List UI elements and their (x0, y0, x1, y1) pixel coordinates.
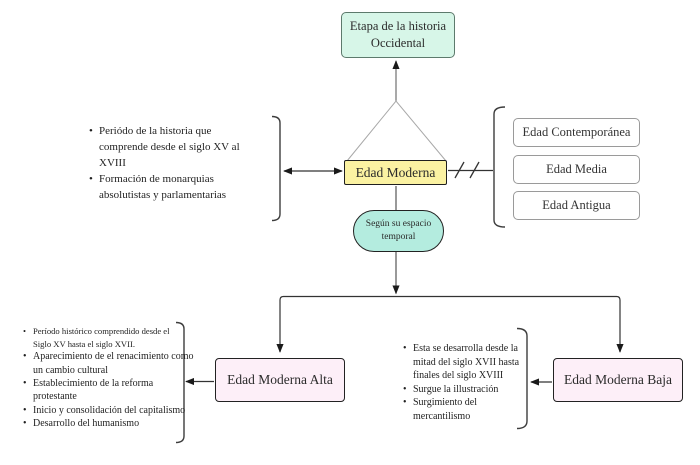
note-item: Surgimiento del mercantilismo (402, 396, 532, 423)
branch-connector (276, 295, 624, 353)
bracket-main-notes (271, 115, 281, 222)
triangle-connector (346, 100, 447, 162)
node-segun-espacio-temporal[interactable]: Según su espacio temporal (353, 210, 444, 252)
main-notes-list: Periódo de la historia que comprende des… (88, 123, 258, 203)
node-edad-moderna-alta[interactable]: Edad Moderna Alta (215, 358, 345, 402)
note-item: Período histórico comprendido desde el S… (22, 325, 179, 350)
note-item: Formación de monarquias absolutistas y p… (88, 171, 258, 203)
note-item: Esta se desarrolla desde la mitad del si… (402, 342, 532, 383)
alta-notes-list: Período histórico comprendido desde el S… (22, 325, 194, 431)
note-item: Periódo de la historia que comprende des… (88, 123, 258, 171)
node-etapa-historia[interactable]: Etapa de la historia Occidental (341, 12, 455, 58)
node-edad-antigua[interactable]: Edad Antigua (513, 191, 640, 220)
bracket-eras (493, 106, 506, 228)
node-edad-contemporanea[interactable]: Edad Contemporánea (513, 118, 640, 147)
node-edad-moderna-baja[interactable]: Edad Moderna Baja (553, 358, 683, 402)
note-item: Inicio y consolidación del capitalismo (22, 404, 194, 418)
note-item: Aparecimiento de el renacimiento como un… (22, 350, 194, 377)
note-item: Surgue la illustración (402, 383, 532, 397)
baja-notes-list: Esta se desarrolla desde la mitad del si… (402, 342, 532, 423)
note-item: Desarrollo del humanismo (22, 417, 194, 431)
break-slashes (454, 161, 480, 179)
node-edad-moderna[interactable]: Edad Moderna (344, 160, 447, 185)
node-edad-media[interactable]: Edad Media (513, 154, 640, 184)
note-item: Establecimiento de la reforma protestant… (22, 377, 194, 404)
